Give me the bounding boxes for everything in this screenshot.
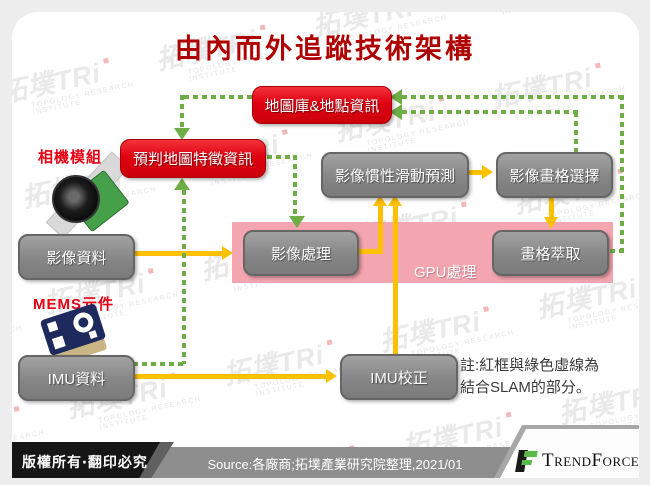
dashed-arrowhead (289, 216, 305, 228)
dashed-frame-select-to-map-db-h (402, 110, 578, 114)
watermark-red-dot (13, 405, 20, 412)
dashed-map-db-to-predict-v (180, 95, 184, 129)
dashed-predict-to-image-process-v (293, 155, 297, 216)
source-text: Source:各廠商;拓墣產業研究院整理,2021/01 (207, 457, 463, 472)
dashed-frame-extract-to-map-db-v (620, 95, 624, 253)
copyright-text: 版權所有‧翻印必究 (22, 454, 148, 470)
mems-pad (88, 330, 98, 339)
node-imu-calib: IMU校正 (340, 354, 458, 400)
dashed-arrowhead (390, 104, 402, 120)
node-image-process: 影像處理 (243, 230, 359, 276)
node-map-db: 地圖庫&地點資訊 (252, 86, 392, 124)
arrow-image-data-to-image-process (133, 251, 222, 256)
arrowhead (388, 195, 402, 206)
watermark-caption: TOPOLOGY RESEARCH INSTITUTE (473, 12, 632, 22)
slam-note-line2: 結合SLAM的部分。 (460, 379, 591, 396)
node-inertial-predict: 影像慣性滑動預測 (321, 152, 469, 198)
node-imu-data: IMU資料 (18, 355, 135, 401)
node-predict-map: 預判地圖特徵資訊 (120, 139, 266, 178)
node-image-data: 影像資料 (18, 234, 135, 280)
watermark-red-dot (326, 339, 333, 346)
camera-module-image (40, 151, 132, 239)
node-frame-select: 影像畫格選擇 (496, 152, 613, 198)
arrowhead (544, 217, 558, 229)
mems-chip-image (38, 302, 110, 366)
slam-note: 註:紅框與綠色虛線為 結合SLAM的部分。 (460, 355, 650, 399)
trendforce-logo: TrendForce (514, 450, 639, 472)
arrowhead (482, 165, 493, 179)
mems-pad (51, 335, 66, 350)
gpu-region-label: GPU處理 (414, 264, 477, 281)
dashed-imu-data-to-predict-v (182, 190, 186, 364)
dashed-frame-extract-to-map-db-h (402, 95, 624, 99)
footer-copyright-box (12, 442, 160, 478)
dashed-map-db-to-predict-h (184, 95, 252, 99)
arrowhead (326, 369, 337, 383)
camera-lens (52, 175, 100, 223)
slam-note-line1: 註:紅框與綠色虛線為 (460, 357, 600, 374)
logo-green-bar (523, 451, 538, 457)
watermark-caption: TOPOLOGY RESEARCH INSTITUTE (12, 12, 140, 17)
arrow-inertial-to-frame-select (467, 170, 483, 175)
watermark-red-dot (281, 129, 288, 136)
dashed-arrowhead (390, 89, 402, 105)
node-frame-extract: 畫格萃取 (492, 230, 609, 276)
watermark-red-dot (483, 306, 489, 313)
dashed-frame-extract-to-map-db-h2 (610, 249, 624, 253)
page-title: 由內而外追蹤技術架構 (175, 34, 475, 64)
arrowhead (222, 246, 233, 260)
arrow-image-process-to-inertial (378, 206, 383, 254)
arrow-frame-select-to-frame-extract (549, 196, 554, 218)
logo-green-bar (521, 460, 533, 465)
arrow-image-process-elbow (357, 249, 383, 254)
camera-module-label: 相機模組 (38, 149, 103, 166)
watermark-red-dot (460, 200, 467, 207)
arrow-imu-calib-to-inertial (393, 206, 398, 355)
dashed-arrowhead (174, 178, 190, 190)
arrow-imu-data-to-imu-calib (133, 374, 326, 379)
watermark-red-dot (505, 411, 512, 418)
dashed-imu-data-to-predict-h (133, 362, 186, 366)
trendforce-logo-icon (512, 450, 540, 472)
trendforce-logo-text: TrendForce (542, 450, 640, 471)
watermark-red-dot (147, 267, 154, 274)
mems-pad (46, 320, 59, 333)
dashed-predict-to-image-process-h (267, 155, 297, 159)
dashed-arrowhead (174, 128, 190, 140)
arrowhead (373, 195, 387, 206)
dashed-frame-select-to-map-db-v (574, 112, 578, 152)
